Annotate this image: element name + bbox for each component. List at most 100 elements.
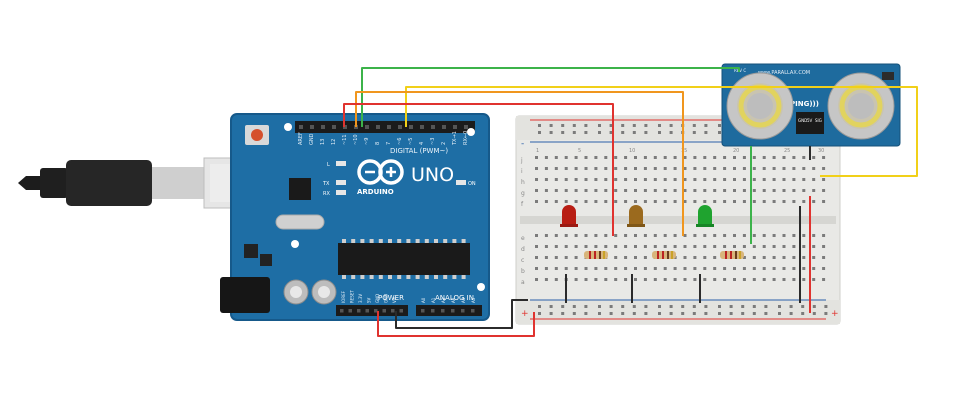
rail-minus-top: - [521,139,524,149]
sensor-pin-labels: GND 5V SIG [798,118,822,123]
row-letters: j i h g f e d c b a [520,157,525,286]
digital-pin-label: 13 [320,139,326,145]
row-letter: h [521,179,525,186]
tx-led-label: TX [322,181,330,187]
digital-pin-label: 12 [331,139,337,145]
chip-pins [342,239,466,279]
analog-pin-label: A4 [461,297,466,303]
rail-plus-bottom-right: + [831,309,839,319]
crystal [275,214,325,230]
digital-pin-label: ~6 [397,138,403,145]
power-header [336,305,408,316]
analog-header [416,305,482,316]
power-pin-label: GND [375,294,380,303]
row-letter: g [521,190,525,197]
digital-pin-label: TX→1 [452,131,458,146]
power-label: POWER [378,294,404,302]
sensor-pin-label: GND [798,118,807,123]
red-wire-pin [343,103,614,236]
row-letter: i [521,168,523,175]
red-led [560,205,578,227]
sensor-brand: www.PARALLAX.COM [758,70,810,76]
sensor-transducer-left [726,72,794,140]
power-pin-label: RESET [350,290,355,303]
voltage-regulator [244,244,258,258]
row-letter: j [520,157,523,164]
digital-pin-label: 2 [441,142,447,145]
column-number: 25 [784,148,790,154]
l-led [336,161,346,166]
sensor-pin-label: SIG [815,118,822,123]
green-wire [361,67,740,127]
yellow-wire [405,86,918,177]
black-wire-ground [395,299,528,329]
digital-pin-label: 8 [375,142,381,145]
breadboard: - + - + j i h g f e d c b a 1 5 10 15 20… [515,115,841,325]
rx-led [336,190,346,195]
column-number: 5 [578,148,581,154]
arduino-model: UNO [411,164,454,186]
analog-pin-label: A5 [471,297,476,303]
analog-pin-label: A3 [451,297,456,303]
analog-label: ANALOG IN [435,294,474,302]
row-letter: c [521,257,524,264]
wires [343,67,918,337]
row-letter: b [521,268,525,275]
bottom-pin-holes [340,309,475,313]
tx-led [336,180,346,185]
power-pin-label: Vin [392,296,397,303]
column-number: 20 [733,148,739,154]
analog-pin-label: A0 [421,297,426,303]
digital-pin-label: ~10 [353,134,359,145]
power-pin-label: GND [384,294,389,303]
digital-pin-label: 4 [419,142,425,145]
sensor-pin-header [796,112,824,134]
resistor [584,251,608,259]
digital-header [295,121,475,133]
row-letter: d [521,246,525,253]
column-numbers: 1 5 10 15 20 25 30 [536,148,824,154]
yellow-led [627,205,645,227]
orange-wire [355,91,684,236]
sensor-rev: REV C [734,68,746,73]
power-pin-label: IOREF [341,290,346,303]
red-wire-power [377,311,535,337]
sensor-pin-label: 5V [807,118,813,123]
green-led [696,205,714,227]
arduino-logo [357,159,404,185]
digital-label: DIGITAL (PWM~) [390,147,448,155]
digital-pin-label: ~5 [408,138,414,145]
on-led [456,180,466,185]
analog-pin-label: A1 [431,297,436,303]
row-letter: f [521,201,524,208]
power-pin-label: 3.3V [358,294,363,303]
resistor [652,251,676,259]
digital-pin-label: ~9 [364,138,370,145]
column-number: 1 [536,148,539,154]
digital-pin-label: 7 [386,142,392,145]
rx-led-label: RX [323,191,330,197]
column-number: 15 [681,148,687,154]
digital-pin-label: ~3 [430,138,436,145]
analog-pin-label: A2 [441,297,446,303]
arduino-brand: ARDUINO [357,188,394,196]
microcontroller-chip [338,243,470,275]
power-pin-label: 5V [367,297,372,303]
row-letter: e [521,235,525,242]
on-led-label: ON [468,181,476,187]
resistor [720,251,744,259]
sensor-transducer-right [827,72,895,140]
row-letter: a [521,279,525,286]
column-number: 10 [629,148,635,154]
ping-ultrasonic-sensor: www.PARALLAX.COM REV C PING))) GND 5V SI… [721,63,901,147]
usb-chip [289,178,311,200]
l-led-label: L [327,162,330,168]
digital-pin-label: ~11 [342,134,348,145]
sensor-model: PING))) [790,100,819,108]
power-jack [220,277,270,313]
digital-pin-label: RX←0 [463,131,469,145]
